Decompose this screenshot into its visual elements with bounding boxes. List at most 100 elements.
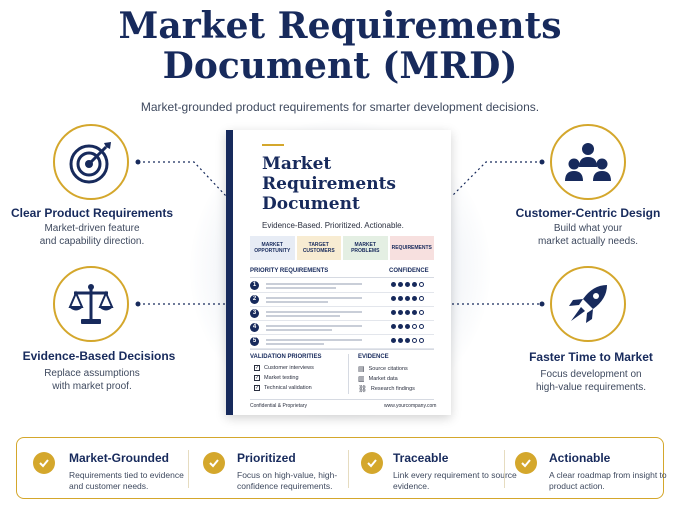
confidence-rating	[391, 324, 424, 329]
confidence-dot-filled	[412, 296, 417, 301]
feature-title-requirements: Clear Product Requirements	[10, 206, 174, 220]
benefit-desc: A clear roadmap from insight to product …	[549, 470, 667, 491]
confidence-dot-filled	[391, 310, 396, 315]
validation-label: VALIDATION PRIORITIES	[250, 354, 322, 360]
benefit-prioritized: Prioritized Focus on high-value, high-co…	[203, 438, 353, 498]
feature-title-evidence: Evidence-Based Decisions	[22, 349, 176, 363]
feature-badge-customer	[550, 124, 626, 200]
confidence-dot-empty	[412, 338, 417, 343]
requirement-row: 5	[250, 337, 434, 349]
requirement-text-placeholder	[266, 287, 336, 289]
benefit-title: Traceable	[393, 451, 449, 465]
benefits-bar: Market-Grounded Requirements tied to evi…	[16, 437, 667, 499]
benefit-title: Prioritized	[237, 451, 296, 465]
check-icon	[203, 452, 225, 474]
requirement-number: 5	[250, 337, 259, 346]
confidence-dot-empty	[419, 310, 424, 315]
feature-badge-requirements	[53, 124, 129, 200]
confidence-dot-filled	[405, 324, 410, 329]
confidence-dot-filled	[398, 282, 403, 287]
requirement-text-placeholder	[266, 297, 362, 299]
requirement-text-placeholder	[266, 325, 362, 327]
title-line-1: Market Requirements	[118, 5, 562, 47]
requirement-text-placeholder	[266, 283, 362, 285]
document-title: Market Requirements Document	[262, 154, 397, 214]
confidence-dot-filled	[412, 282, 417, 287]
evidence-item: ▥Market data	[358, 376, 398, 383]
document-tagline: Evidence-Based. Prioritized. Actionable.	[262, 221, 404, 230]
requirement-row: 2	[250, 295, 434, 307]
requirement-number: 3	[250, 309, 259, 318]
confidence-dot-empty	[412, 324, 417, 329]
document-footer-left: Confidential & Proprietary	[250, 403, 307, 409]
requirement-number: 4	[250, 323, 259, 332]
mrd-document: Market Requirements Document Evidence-Ba…	[226, 130, 451, 415]
requirement-text-placeholder	[266, 339, 362, 341]
title-line-2: Document (MRD)	[162, 45, 518, 87]
evidence-item: ⛓Research findings	[358, 386, 415, 393]
requirement-row: 1	[250, 281, 434, 293]
scales-icon	[68, 284, 114, 324]
requirement-row: 4	[250, 323, 434, 335]
document-spine	[226, 130, 233, 415]
benefit-desc: Link every requirement to source evidenc…	[393, 470, 517, 491]
feature-title-speed: Faster Time to Market	[529, 350, 653, 364]
validation-item: ✓Market testing	[254, 375, 299, 381]
confidence-dot-filled	[391, 282, 396, 287]
target-icon	[69, 142, 111, 184]
benefit-title: Market-Grounded	[69, 451, 170, 465]
confidence-dot-filled	[405, 282, 410, 287]
confidence-rating	[391, 282, 424, 287]
check-icon	[33, 452, 55, 474]
check-icon	[515, 452, 537, 474]
page-title: Market Requirements Document (MRD)	[0, 6, 680, 86]
confidence-rating	[391, 310, 424, 315]
category-requirements: REQUIREMENTS	[389, 236, 434, 260]
page-subtitle: Market-grounded product requirements for…	[140, 100, 540, 114]
evidence-item: ▤Source citations	[358, 366, 408, 373]
connector-top-left	[138, 161, 227, 197]
confidence-dot-filled	[398, 338, 403, 343]
evidence-label: EVIDENCE	[358, 354, 389, 360]
priority-requirements-label: PRIORITY REQUIREMENTS	[250, 268, 329, 274]
confidence-dot-filled	[398, 310, 403, 315]
document-accent-line	[262, 144, 284, 146]
connector-top-right	[451, 161, 542, 197]
confidence-dot-filled	[405, 310, 410, 315]
confidence-dot-empty	[419, 282, 424, 287]
confidence-dot-filled	[391, 324, 396, 329]
confidence-label: CONFIDENCE	[389, 268, 429, 274]
confidence-dot-filled	[391, 338, 396, 343]
feature-badge-speed	[550, 266, 626, 342]
confidence-dot-empty	[419, 338, 424, 343]
confidence-dot-filled	[391, 296, 396, 301]
requirement-text-placeholder	[266, 311, 362, 313]
requirement-text-placeholder	[266, 329, 332, 331]
requirement-text-placeholder	[266, 301, 328, 303]
validation-item: ✓Technical validation	[254, 385, 312, 391]
requirement-row: 3	[250, 309, 434, 321]
confidence-rating	[391, 296, 424, 301]
benefit-market-grounded: Market-Grounded Requirements tied to evi…	[33, 438, 184, 498]
document-footer-right: www.yourcompany.com	[384, 403, 437, 409]
confidence-dot-filled	[405, 338, 410, 343]
benefit-title: Actionable	[549, 451, 611, 465]
requirement-text-placeholder	[266, 343, 324, 345]
requirement-number: 1	[250, 281, 259, 290]
document-icon: ▤	[358, 366, 365, 373]
feature-title-customer: Customer-Centric Design	[515, 206, 661, 220]
confidence-dot-filled	[398, 324, 403, 329]
confidence-dot-empty	[419, 296, 424, 301]
confidence-dot-filled	[398, 296, 403, 301]
confidence-dot-filled	[405, 296, 410, 301]
validation-item: ✓Customer interviews	[254, 365, 314, 371]
check-icon	[361, 452, 383, 474]
